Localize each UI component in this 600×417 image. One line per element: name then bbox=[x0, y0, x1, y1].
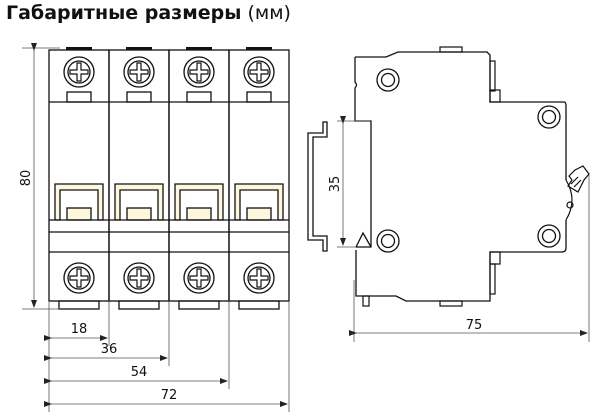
terminal-clip bbox=[66, 91, 92, 103]
rail-dim-label: 35 bbox=[328, 176, 343, 193]
depth-dim-label: 75 bbox=[466, 318, 483, 333]
screw-icon bbox=[183, 56, 215, 88]
side-view: 35 75 bbox=[307, 46, 590, 342]
page-title: Габаритные размеры (мм) bbox=[6, 2, 291, 24]
screw-icon bbox=[123, 262, 155, 294]
latch-slot bbox=[246, 207, 272, 221]
width-dim-label: 54 bbox=[131, 365, 148, 380]
height-dimension: 80 bbox=[19, 43, 60, 310]
latch-slot bbox=[186, 207, 212, 221]
latch-slot bbox=[126, 207, 152, 221]
width-dim-label: 36 bbox=[101, 342, 118, 357]
bottom-clip bbox=[238, 300, 280, 310]
width-dim-label: 18 bbox=[71, 322, 88, 337]
screw-icon bbox=[376, 229, 400, 253]
width-dimensions: 18 36 54 72 bbox=[44, 301, 290, 412]
screw-icon bbox=[63, 262, 95, 294]
top-tab bbox=[66, 47, 92, 50]
screw-icon bbox=[183, 262, 215, 294]
side-body-outline bbox=[355, 51, 567, 302]
depth-dimension: 75 bbox=[349, 175, 590, 342]
top-tab bbox=[126, 47, 152, 50]
screw-icon bbox=[123, 56, 155, 88]
screw-icon bbox=[537, 224, 561, 248]
top-tab bbox=[186, 47, 212, 50]
screw-icon bbox=[537, 105, 561, 129]
terminal-clip bbox=[186, 91, 212, 103]
screw-icon bbox=[376, 68, 400, 92]
toggle-lever-icon bbox=[565, 165, 590, 221]
top-tab bbox=[246, 47, 272, 50]
terminal-clip bbox=[246, 91, 272, 103]
screw-icon bbox=[63, 56, 95, 88]
width-dim-label: 72 bbox=[161, 388, 178, 403]
screw-icon bbox=[243, 262, 275, 294]
bottom-clip bbox=[118, 300, 160, 310]
title-unit: (мм) bbox=[247, 2, 291, 24]
latch-slot bbox=[66, 207, 92, 221]
bottom-clip bbox=[178, 300, 220, 310]
height-dim-label: 80 bbox=[19, 170, 34, 187]
front-view bbox=[48, 47, 290, 310]
din-rail bbox=[307, 121, 328, 252]
screw-icon bbox=[243, 56, 275, 88]
terminal-clip bbox=[126, 91, 152, 103]
rail-dimension: 35 bbox=[328, 116, 370, 248]
title-text: Габаритные размеры bbox=[6, 2, 242, 24]
bottom-clip bbox=[58, 300, 100, 310]
